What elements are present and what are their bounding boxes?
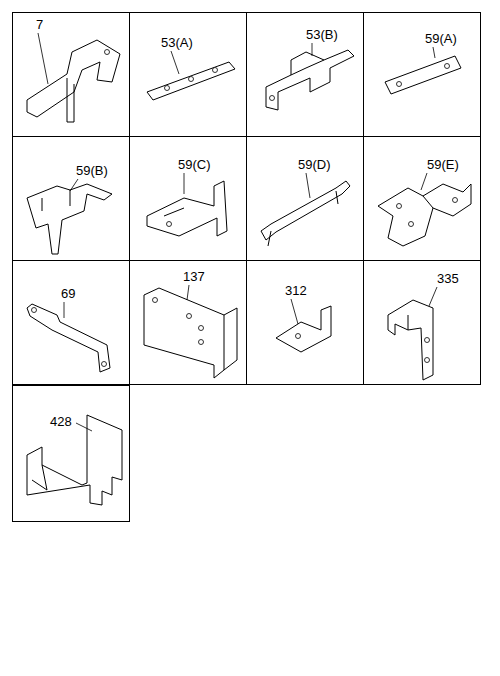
bracket-outline [147,181,227,236]
leader-line [421,173,427,190]
leader-line [171,51,179,74]
bolt-hole [213,68,218,73]
leader-line [76,423,92,431]
callout-number: 312 [284,283,308,298]
bracket-outline [388,300,433,380]
bolt-hole [167,222,172,227]
callout-number: 59(D) [297,157,332,172]
callout-number: 137 [182,269,206,284]
bracket-outline [144,288,237,378]
leader-line [433,47,435,58]
bolt-hole [102,362,107,367]
bolt-hole [397,82,402,87]
part-cell: 59(D) [246,136,364,261]
bolt-hole [199,340,204,345]
bolt-hole [397,204,402,209]
bolt-hole [165,86,170,91]
callout-number: 59(E) [426,157,460,172]
part-cell: 428 [12,385,130,522]
leader-line [70,179,78,191]
bracket-outline [385,56,461,94]
callout-number: 53(A) [160,35,194,50]
bracket-outline [378,184,471,246]
bracket-outline [261,181,350,246]
bolt-hole [409,222,414,227]
part-cell: 335 [363,260,481,385]
callout-number: 335 [436,271,460,286]
leader-line [64,302,65,318]
callout-number: 59(B) [75,163,109,178]
bracket-outline [27,184,112,254]
bracket-part [27,179,112,254]
part-cell: 7 [12,12,130,137]
leader-line [38,33,48,84]
bracket-outline [27,40,120,122]
part-cell: 53(B) [246,12,364,137]
part-cell: 312 [246,260,364,385]
bracket-part [385,47,461,94]
part-cell: 53(A) [129,12,247,137]
bolt-hole [105,50,110,55]
callout-number: 7 [35,17,44,32]
callout-number: 69 [60,286,76,301]
bolt-hole [199,326,204,331]
bolt-hole [445,64,450,69]
leader-line [429,287,437,306]
bolt-hole [425,338,430,343]
leader-line [306,173,310,198]
leader-line [291,299,298,324]
callout-number: 59(C) [177,157,212,172]
bracket-part [266,43,354,110]
bracket-part [378,173,471,246]
bracket-outline [27,415,122,505]
bracket-part [27,302,110,372]
bolt-hole [296,334,301,339]
bracket-part [27,33,120,122]
part-cell: 59(A) [363,12,481,137]
part-cell: 59(C) [129,136,247,261]
bolt-hole [270,96,275,101]
bracket-outline [266,50,354,110]
leader-line [184,173,185,194]
bracket-outline [276,306,331,352]
part-cell: 59(E) [363,136,481,261]
callout-number: 53(B) [305,27,339,42]
bracket-part [388,287,437,380]
bracket-part [147,51,235,100]
bolt-hole [187,314,192,319]
part-cell: 69 [12,260,130,385]
bracket-outline [27,304,110,372]
bolt-hole [153,298,158,303]
bracket-part [276,299,331,352]
part-cell: 59(B) [12,136,130,261]
bolt-hole [425,358,430,363]
leader-line [312,43,313,56]
bolt-hole [453,198,458,203]
leader-line [187,285,189,300]
bracket-part [261,173,350,246]
callout-number: 59(A) [424,31,458,46]
bolt-hole [189,77,194,82]
bracket-part [144,285,237,378]
bracket-part [147,173,227,236]
bracket-outline [147,62,235,100]
bracket-part [27,415,122,505]
part-cell: 137 [129,260,247,385]
callout-number: 428 [49,414,73,429]
bolt-hole [32,308,37,313]
